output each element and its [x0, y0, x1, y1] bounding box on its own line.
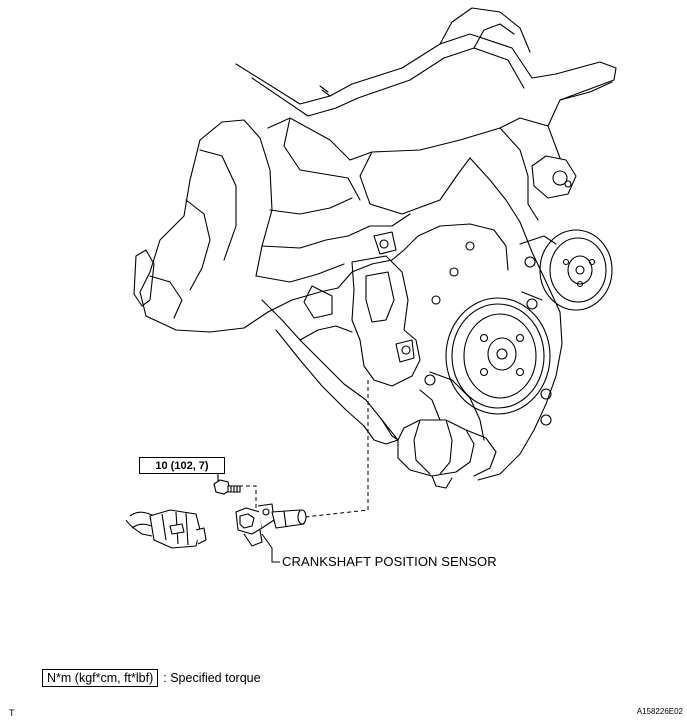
- bolt-icon: [213, 474, 241, 495]
- legend: N*m (kgf*cm, ft*lbf) : Specified torque: [42, 669, 261, 687]
- sensor-label: CRANKSHAFT POSITION SENSOR: [282, 554, 497, 569]
- install-guide-lines: [232, 380, 369, 519]
- callout-leaders: [217, 474, 280, 563]
- connector-icon: [125, 509, 207, 549]
- crankshaft-sensor-icon: [235, 503, 307, 547]
- corner-mark: T: [9, 708, 15, 718]
- engine-block-icon: [133, 7, 617, 489]
- figure-id: A158226E02: [636, 707, 683, 716]
- legend-description: : Specified torque: [163, 671, 261, 685]
- legend-units-box: N*m (kgf*cm, ft*lbf): [42, 669, 159, 687]
- torque-callout: 10 (102, 7): [139, 457, 225, 474]
